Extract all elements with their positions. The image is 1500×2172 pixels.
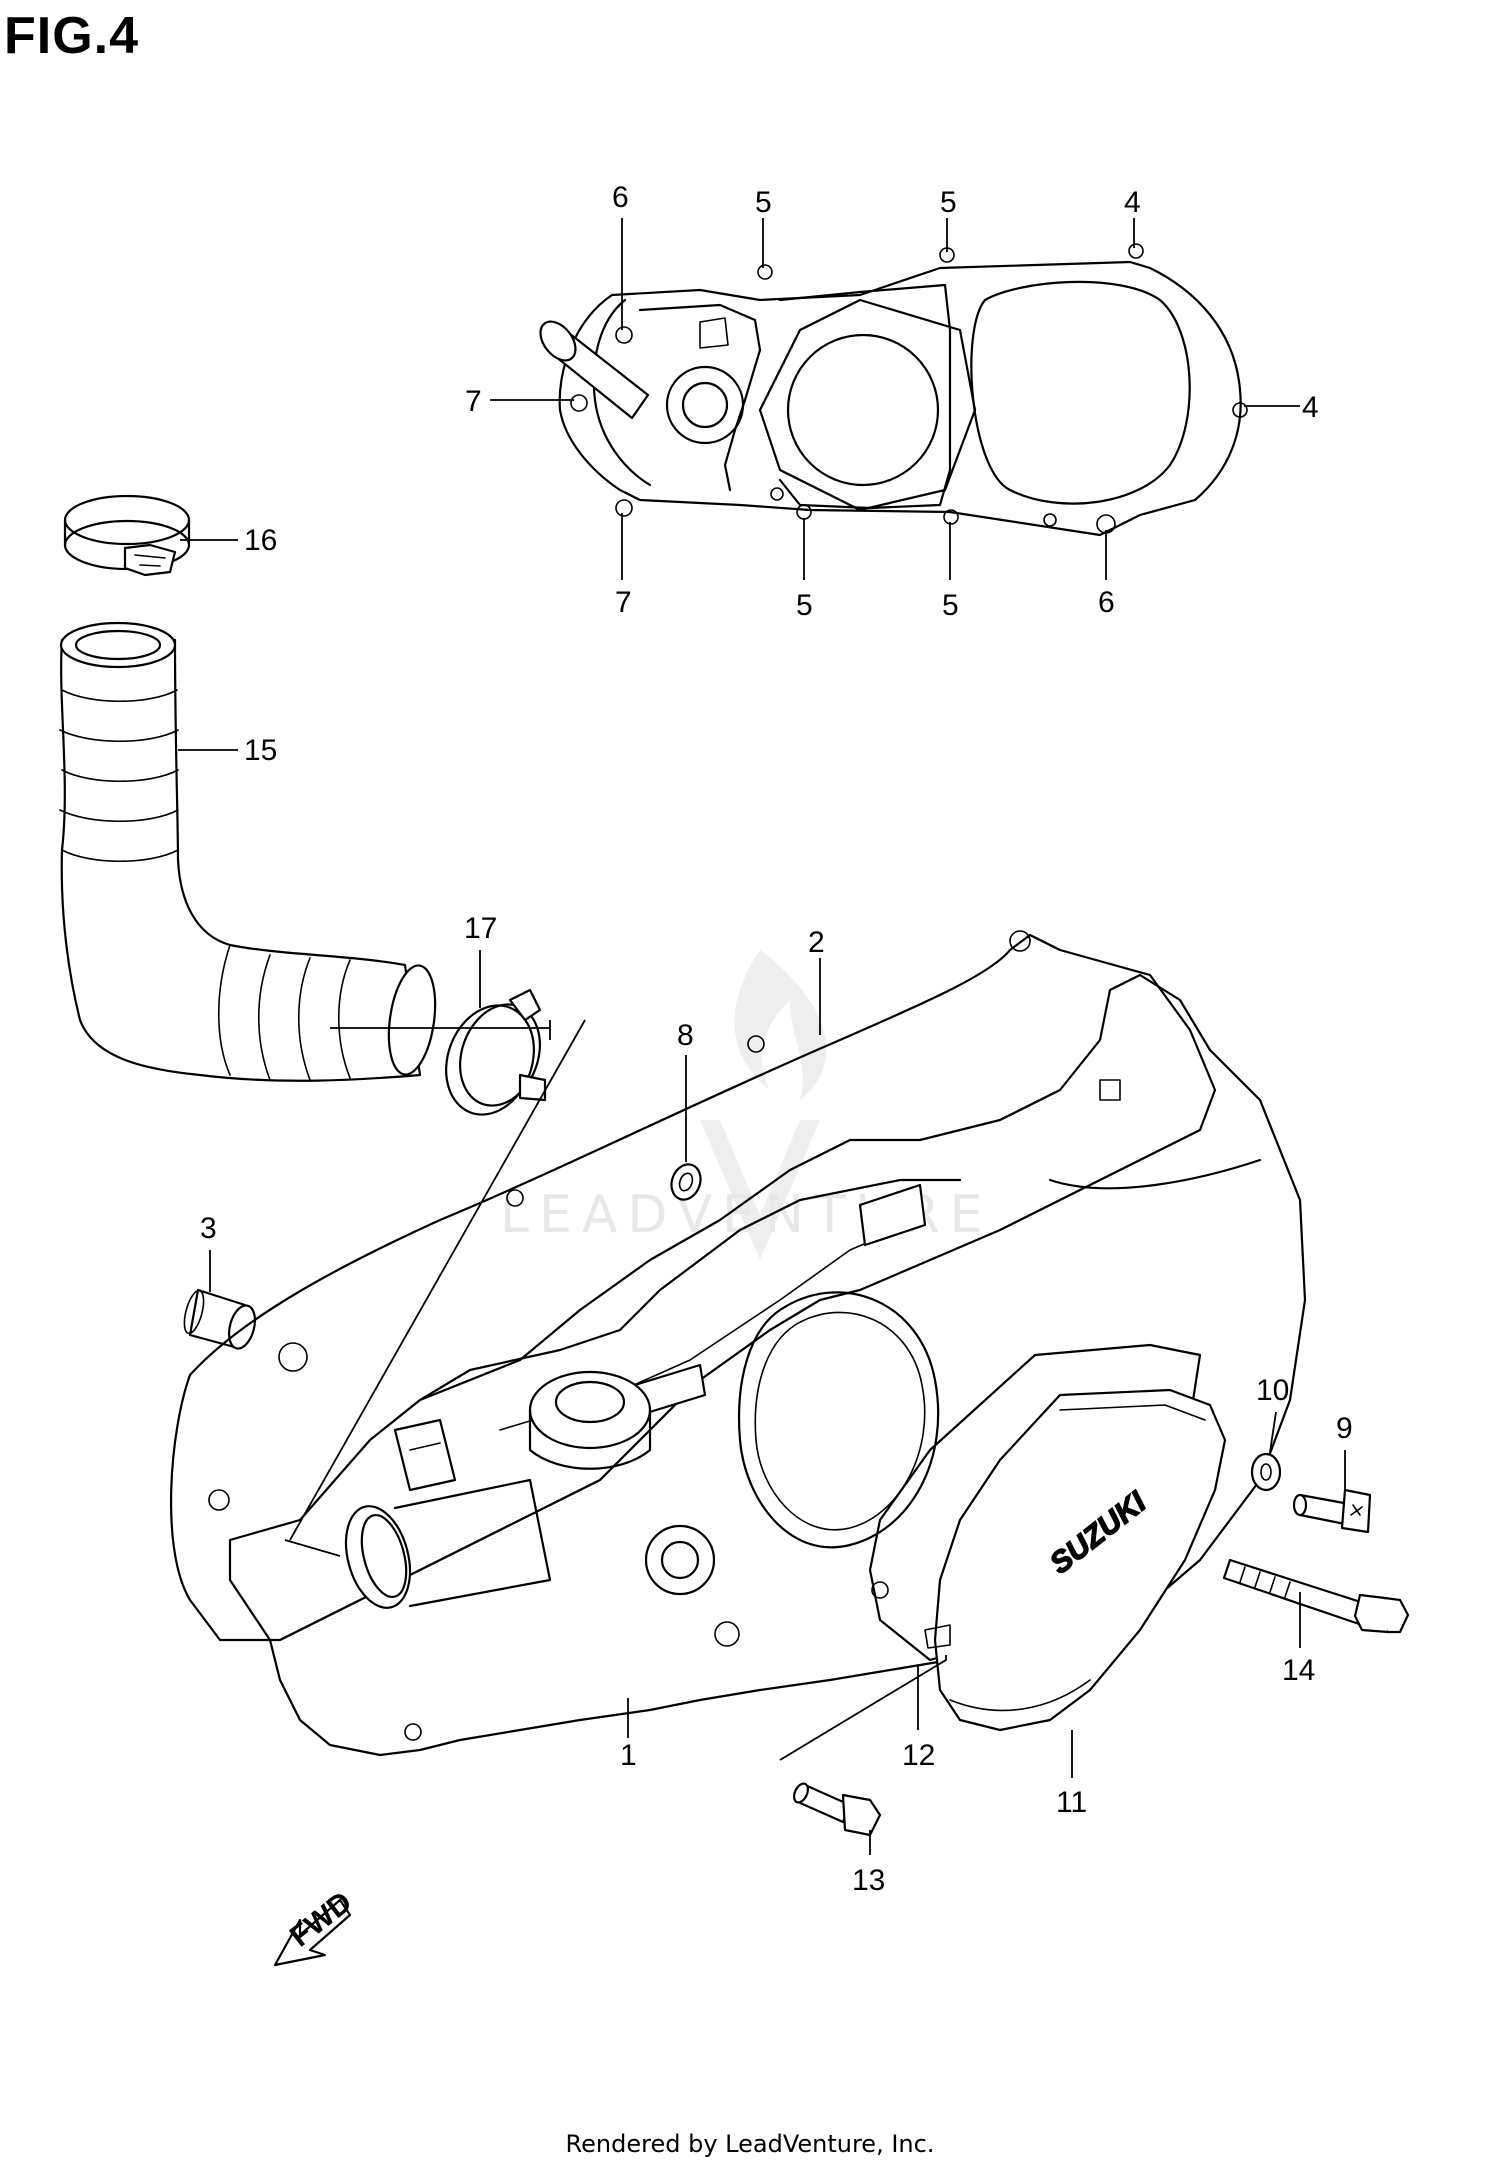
callout-5d: 5 [942,589,959,622]
fwd-arrow-icon: FWD [273,1885,358,1967]
callout-12: 12 [902,1739,935,1772]
leadventure-watermark: LEADVENTURE [500,950,983,1260]
callout-7a: 7 [465,385,482,418]
bolt-9 [1292,1488,1372,1534]
callout-15: 15 [244,734,277,767]
intake-hose-15 [59,621,437,1082]
callout-5a: 5 [755,186,772,219]
outer-gasket-2 [169,930,1217,1642]
leader-lines [178,218,1346,1855]
crankcase-cover-1 [228,973,1307,1757]
callout-4a: 4 [1124,186,1141,219]
figure-title: FIG.4 [4,7,140,65]
callout-10: 10 [1256,1374,1289,1407]
footer-credit: Rendered by LeadVenture, Inc. [565,2130,935,2158]
callout-6b: 6 [1098,586,1115,619]
gasket-holes [570,243,1248,534]
dowel-pin-3 [183,1288,257,1350]
callout-2: 2 [808,926,825,959]
callout-14: 14 [1282,1654,1315,1687]
callout-5c: 5 [796,589,813,622]
bolt-14 [1222,1558,1410,1634]
callout-5b: 5 [940,186,957,219]
hose-clamp-17 [445,988,547,1116]
callout-13: 13 [852,1864,885,1897]
bolt-13 [793,1782,882,1837]
callout-11: 11 [1056,1786,1087,1819]
washer-8 [670,1163,702,1201]
fwd-label: FWD [284,1885,358,1953]
washer-10 [1250,1452,1282,1492]
callout-7b: 7 [615,586,632,619]
callout-1: 1 [620,1739,637,1772]
callout-17: 17 [464,912,497,945]
hose-clamp-16 [63,494,191,577]
callout-3: 3 [200,1212,217,1245]
magneto-cover-11: SUZUKI [924,1388,1227,1732]
callout-4b: 4 [1302,391,1319,424]
inner-cover-gasket [539,243,1248,537]
callout-16: 16 [244,524,277,557]
callout-9: 9 [1336,1412,1353,1445]
callout-6a: 6 [612,181,629,214]
callout-8: 8 [677,1019,694,1052]
callout-numbers: 6 5 5 4 4 7 7 5 5 6 16 15 17 2 8 3 10 9 … [200,181,1353,1897]
